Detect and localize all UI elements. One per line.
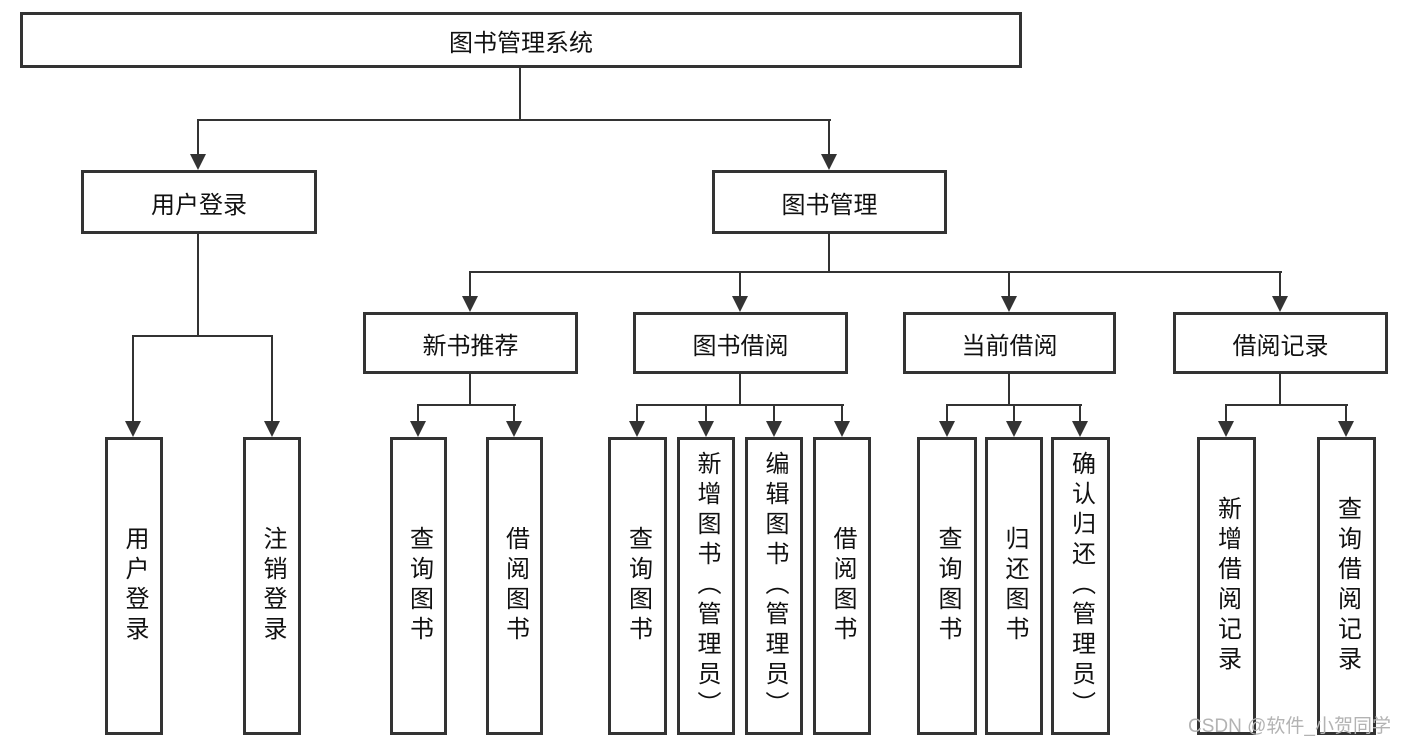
arrowhead-book-borrow [732,296,748,312]
connector-leaf-drop [841,404,843,423]
arrowhead-leaf [1006,421,1022,437]
leaf-current-confirm: 确认归还（管理员） [1051,437,1110,735]
node-root: 图书管理系统 [20,12,1022,68]
connector-leaf-drop [1345,404,1347,423]
leaf-borrow-borrow: 借阅图书 [813,437,871,735]
leaf-current-confirm-label: 确认归还（管理员） [1067,451,1095,721]
connector-leaf-drop [946,404,948,423]
arrowhead-leaf [1338,421,1354,437]
connector-leaf-drop [417,404,419,423]
arrowhead-leaf [698,421,714,437]
connector-borrow-record-stem [1279,372,1281,406]
leaf-borrow-query-label: 查询图书 [624,526,652,646]
arrowhead-leaf [939,421,955,437]
connector-leaf-drop [705,404,707,423]
leaf-borrow-edit: 编辑图书（管理员） [745,437,803,735]
leaf-logout-label: 注销登录 [259,526,286,646]
connector-user-login-stem [197,233,199,336]
connector-logout-leaf-drop [271,335,273,423]
connector-leaf-drop [1079,404,1081,423]
leaf-borrow-add-label: 新增图书（管理员） [693,451,720,721]
connector-book-borrow-stem [739,372,741,406]
leaf-newbook-query-label: 查询图书 [405,526,433,646]
arrowhead-logout-leaf [264,421,280,437]
connector-book-mgmt-drop [828,119,830,156]
leaf-newbook-query: 查询图书 [390,437,447,735]
arrowhead-user-login [190,154,206,170]
node-current-borrow: 当前借阅 [903,312,1116,374]
node-book-mgmt-label: 图书管理 [781,191,878,219]
connector-leaf-drop [513,404,515,423]
connector-user-login-hbar [132,335,273,337]
arrowhead-leaf [629,421,645,437]
connector-current-borrow-drop [1008,271,1010,298]
connector-leaf-drop [1225,404,1227,423]
leaf-borrow-edit-label: 编辑图书（管理员） [761,451,788,721]
arrowhead-leaf [410,421,426,437]
connector-new-book-stem [469,372,471,406]
arrowhead-leaf [766,421,782,437]
leaf-borrow-add: 新增图书（管理员） [677,437,735,735]
leaf-current-query: 查询图书 [917,437,977,735]
node-user-login-label: 用户登录 [151,191,247,219]
node-user-login: 用户登录 [81,170,317,234]
arrowhead-borrow-record [1272,296,1288,312]
connector-login-leaf-drop [132,335,134,423]
leaf-record-add: 新增借阅记录 [1197,437,1256,735]
leaf-borrow-borrow-label: 借阅图书 [829,526,856,646]
leaf-newbook-borrow: 借阅图书 [486,437,543,735]
arrowhead-login-leaf [125,421,141,437]
connector-leaf-drop [1013,404,1015,423]
connector-root-hbar [197,119,831,121]
arrowhead-leaf [506,421,522,437]
connector-book-borrow-drop [739,271,741,298]
arrowhead-leaf [834,421,850,437]
node-new-book-label: 新书推荐 [422,332,519,360]
node-root-label: 图书管理系统 [449,29,593,57]
connector-root-stem [519,67,521,120]
leaf-user-login-label: 用户登录 [121,526,148,646]
connector-borrow-record-drop [1279,271,1281,298]
connector-leaf-drop [773,404,775,423]
node-book-borrow: 图书借阅 [633,312,848,374]
connector-new-book-drop [469,271,471,298]
leaf-current-query-label: 查询图书 [934,526,961,646]
connector-current-borrow-stem [1008,372,1010,406]
leaf-record-query: 查询借阅记录 [1317,437,1376,735]
leaf-borrow-query: 查询图书 [608,437,667,735]
node-borrow-record: 借阅记录 [1173,312,1388,374]
connector-user-login-drop [197,119,199,156]
connector-leaf-drop [636,404,638,423]
leaf-current-return: 归还图书 [985,437,1043,735]
leaf-record-query-label: 查询借阅记录 [1333,496,1361,676]
arrowhead-new-book [462,296,478,312]
connector-borrow-record-hbar [1225,404,1348,406]
node-book-mgmt: 图书管理 [712,170,947,234]
leaf-logout: 注销登录 [243,437,301,735]
node-new-book: 新书推荐 [363,312,578,374]
node-current-borrow-label: 当前借阅 [961,332,1058,360]
leaf-current-return-label: 归还图书 [1001,526,1028,646]
arrowhead-leaf [1218,421,1234,437]
connector-book-mgmt-stem [828,233,830,273]
connector-new-book-hbar [417,404,516,406]
arrowhead-leaf [1072,421,1088,437]
connector-book-mgmt-hbar [469,271,1282,273]
leaf-record-add-label: 新增借阅记录 [1213,496,1241,676]
leaf-newbook-borrow-label: 借阅图书 [501,526,529,646]
arrowhead-book-mgmt [821,154,837,170]
node-borrow-record-label: 借阅记录 [1232,332,1329,360]
arrowhead-current-borrow [1001,296,1017,312]
connector-book-borrow-hbar [636,404,844,406]
node-book-borrow-label: 图书借阅 [692,332,789,360]
leaf-user-login: 用户登录 [105,437,163,735]
csdn-watermark: CSDN @软件_小贺同学 [1188,716,1391,737]
